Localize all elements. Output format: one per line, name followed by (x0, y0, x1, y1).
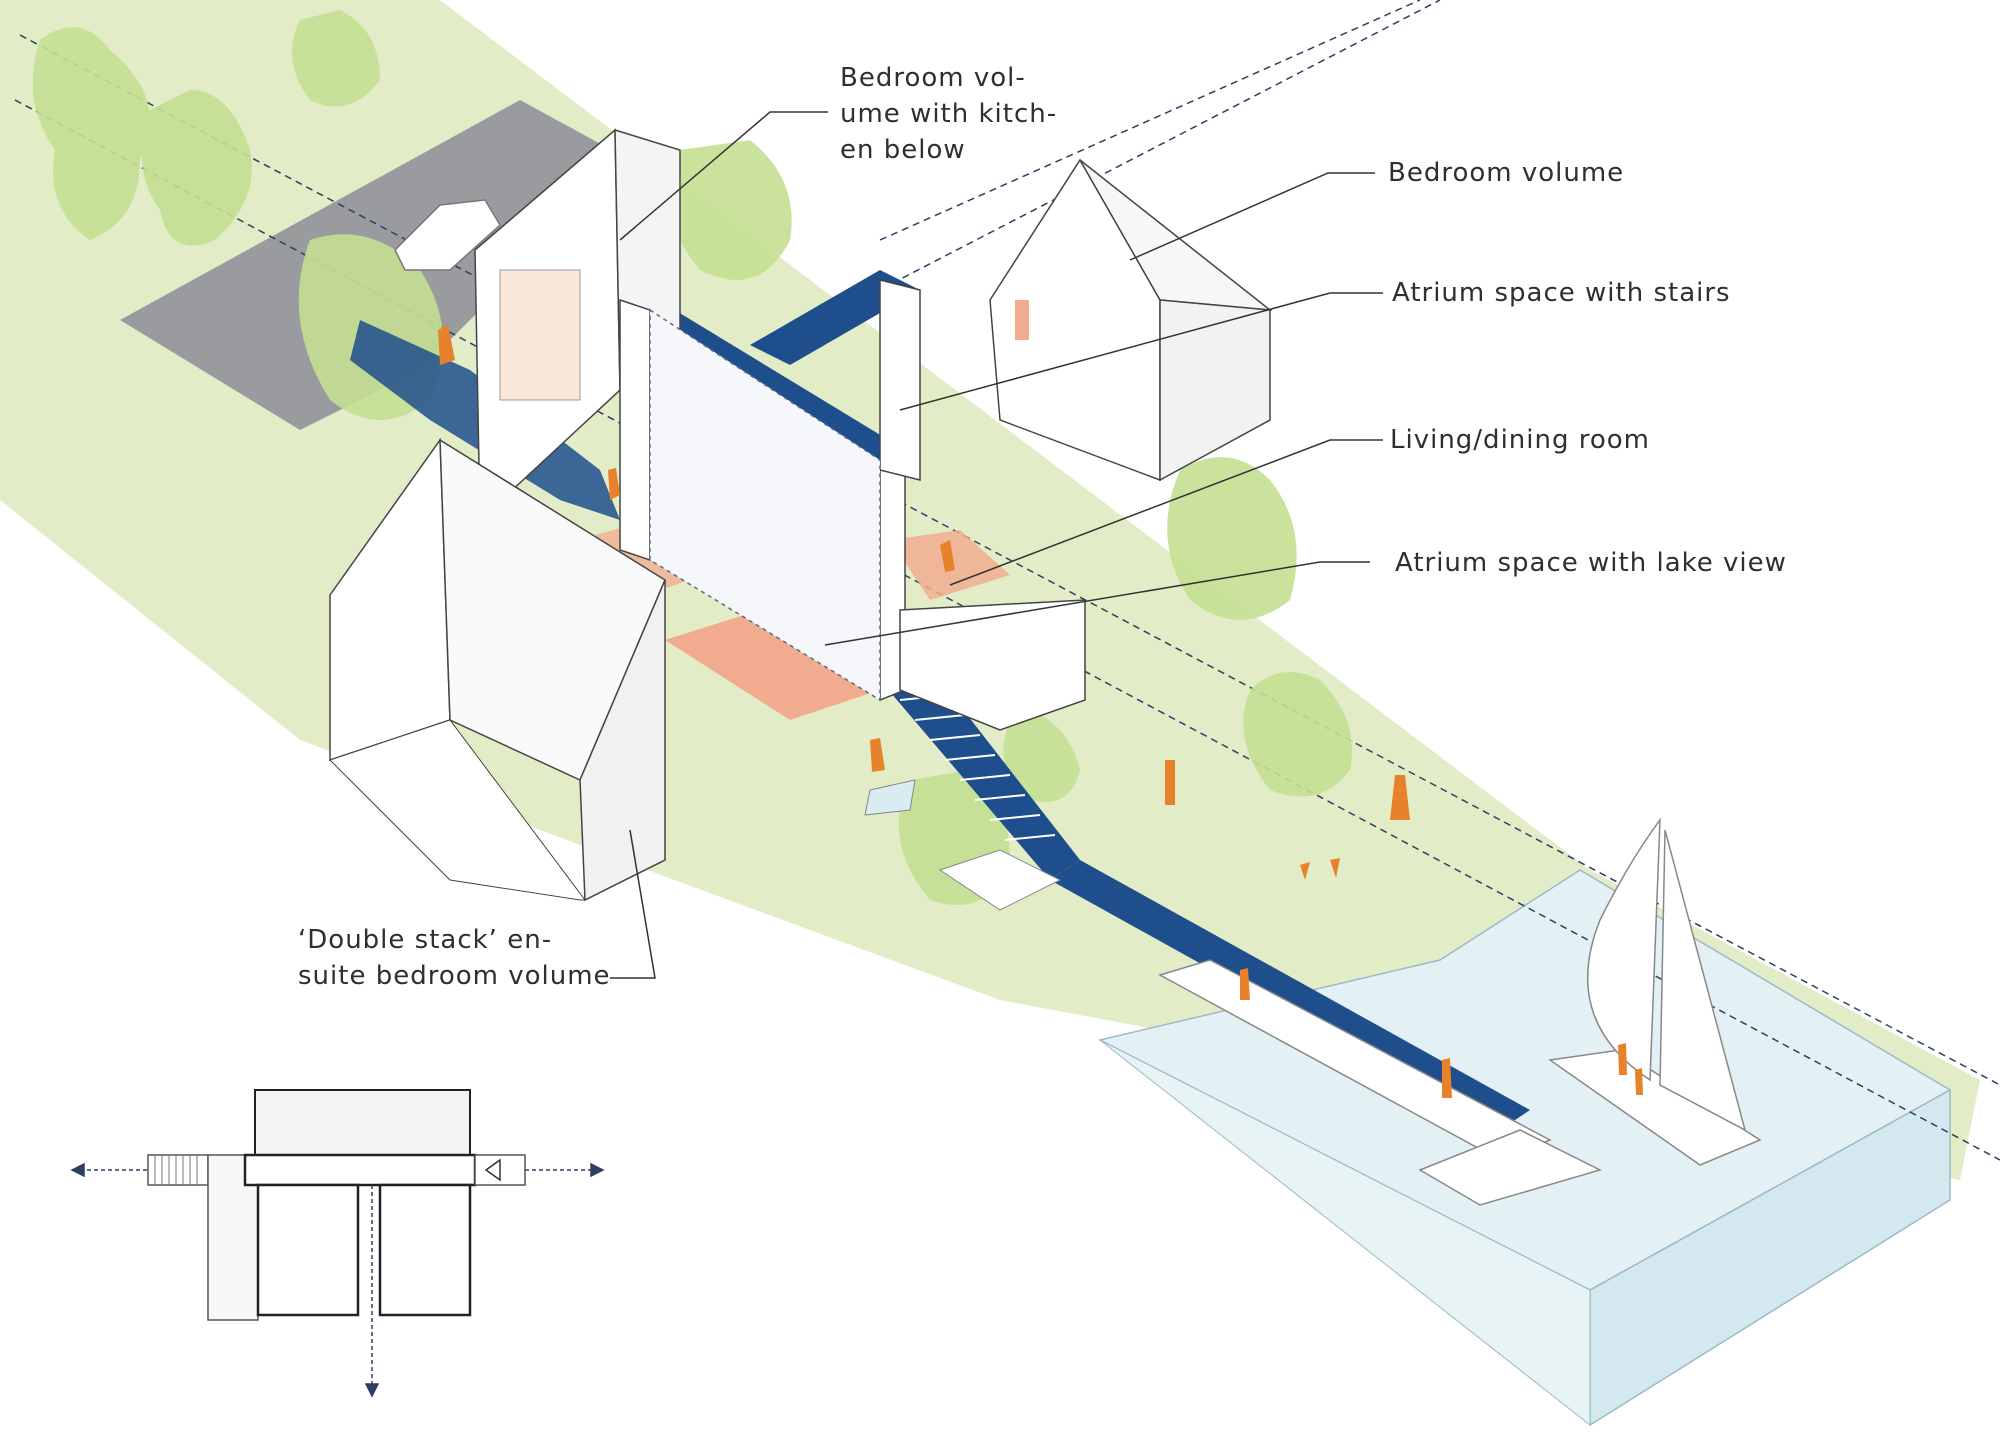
dock-end (1418, 1129, 1603, 1206)
sailboat-sail-icon (1587, 817, 1661, 1082)
person-icon (438, 325, 455, 365)
arrow-down-icon (364, 1383, 380, 1398)
tree-icon (292, 10, 380, 107)
tree-icon (142, 90, 252, 246)
person-icon (1390, 775, 1410, 820)
plan-stair-left (147, 1154, 209, 1186)
leader-bedroom-volume (1129, 172, 1375, 261)
bedroom-volume (989, 158, 1273, 482)
person-icon (608, 468, 620, 500)
sailboat (1548, 817, 1762, 1166)
person-icon (940, 540, 955, 572)
person-icon (1240, 968, 1250, 1000)
leader-bedroom-kitchen (619, 111, 828, 241)
arrow-right-icon (590, 1162, 605, 1178)
tree-icon (668, 140, 792, 280)
floor-terrace (665, 610, 880, 720)
label-atrium-stairs: Atrium space with stairs (1392, 278, 1731, 308)
gable-side (1159, 299, 1271, 482)
dock (1158, 959, 1552, 1161)
leader-atrium-lake (824, 561, 1370, 646)
people (438, 325, 1643, 1098)
plan-room-right (378, 1183, 472, 1317)
roof-bridge-2 (750, 270, 920, 365)
person-icon (1300, 862, 1310, 880)
atrium-column-left (619, 298, 651, 562)
pool (864, 779, 916, 816)
arrow-left-icon (70, 1162, 85, 1178)
label-atrium-lake: Atrium space with lake view (1395, 548, 1787, 578)
person-icon (870, 738, 885, 772)
sailboat-hull-icon (1548, 1049, 1762, 1166)
atrium-column-back (879, 279, 921, 481)
person-icon (1330, 858, 1340, 878)
tree-icon (1167, 457, 1297, 620)
person-icon (1165, 760, 1175, 805)
plan-corridor (243, 1153, 477, 1187)
atrium-glass (649, 308, 881, 702)
car-icon (394, 199, 501, 271)
person-icon (1442, 1058, 1452, 1098)
ds-base (329, 719, 586, 901)
person-icon (1618, 1043, 1627, 1075)
plan-arrows (70, 1162, 605, 1398)
lake-front (1099, 1039, 1591, 1427)
ds-face-front (579, 579, 666, 902)
plan-top-volume (254, 1089, 471, 1156)
spine-stairs (880, 680, 1080, 880)
atrium-frame (619, 279, 921, 702)
stair-window (499, 269, 581, 401)
leader-double-stack (610, 829, 656, 979)
leader-lines (610, 111, 1383, 979)
window-orange (1015, 300, 1029, 340)
label-bedroom-kitchen: Bedroom vol- ume with kitch- en below (840, 63, 1058, 165)
leader-atrium-stairs (899, 292, 1383, 411)
double-stack-volume (329, 437, 666, 902)
dashed-line-4 (859, 0, 1441, 301)
spine-jetty (1050, 860, 1530, 1130)
plan-room-left (256, 1183, 360, 1317)
label-bedroom-volume: Bedroom volume (1388, 158, 1625, 188)
dashed-line-3 (879, 0, 1421, 241)
person-icon (1635, 1068, 1643, 1095)
bench-block (938, 849, 1062, 911)
tree-icon (1003, 715, 1080, 802)
plan-inset (70, 1089, 605, 1398)
plan-stair-hatch (154, 1155, 198, 1185)
plan-triangle-icon (484, 1158, 501, 1182)
tree-icon (1243, 672, 1352, 797)
sailboat-jib-icon (1659, 829, 1747, 1132)
tree-icon (32, 27, 150, 241)
label-double-stack: ‘Double stack’ en- suite bedroom volume (298, 925, 611, 991)
dashed-line-1 (19, 34, 2000, 1086)
leader-living-dining (949, 439, 1383, 586)
label-living-dining: Living/dining room (1390, 425, 1650, 455)
service-block (899, 599, 1086, 731)
